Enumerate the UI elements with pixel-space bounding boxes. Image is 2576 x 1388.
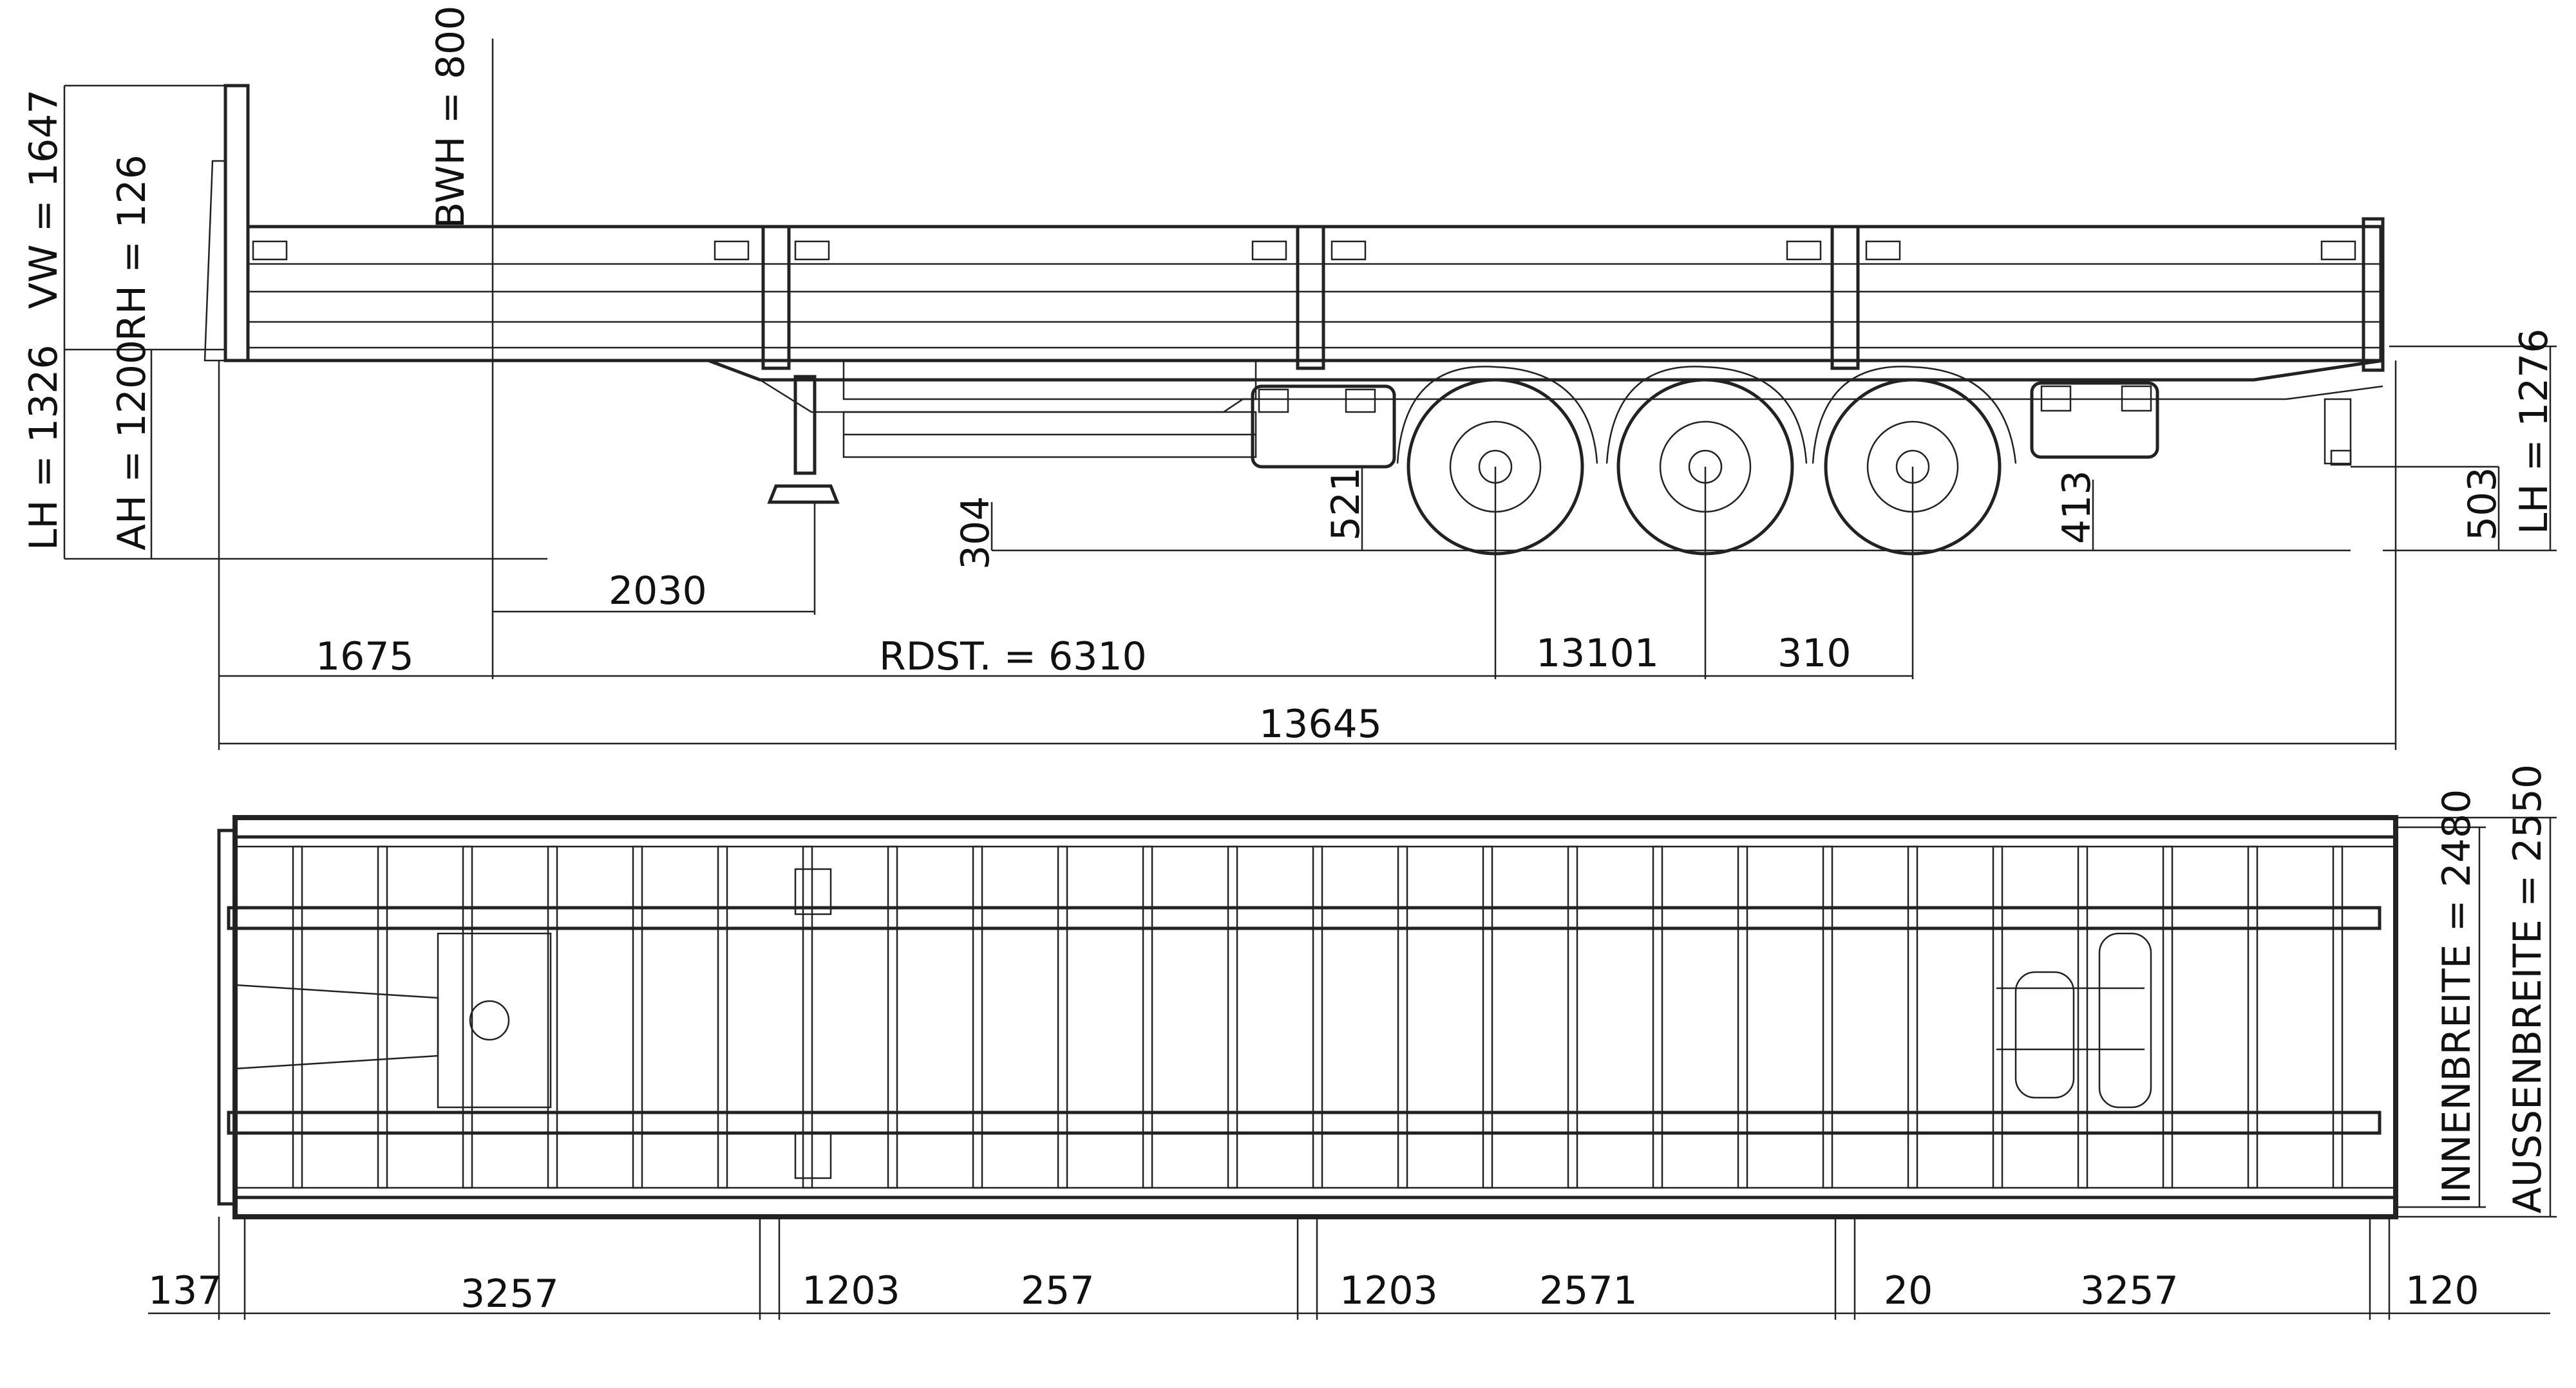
label-1203-b: 1203 (1340, 1268, 1438, 1313)
cross-member (1482, 845, 1493, 1189)
label-20: 20 (1884, 1268, 1933, 1313)
cross-member (1822, 845, 1833, 1189)
side-view: VW = 1647 RH = 126 BWH = 800 LH = 1326 A… (21, 6, 2557, 750)
platform-outline (232, 815, 2398, 1219)
label-bwh: BWH = 800 (428, 6, 473, 229)
cross-member (802, 845, 813, 1189)
cross-member (1312, 845, 1323, 1189)
rear-underride (2324, 398, 2352, 466)
label-vw: VW = 1647 (21, 89, 66, 309)
side-dimension-lines (63, 39, 2557, 750)
cross-member (1652, 845, 1663, 1189)
label-3257-a: 3257 (460, 1271, 559, 1317)
label-rh: RH = 126 (109, 155, 155, 341)
label-257: 257 (1021, 1268, 1095, 1313)
cross-members (292, 845, 2344, 1189)
rear-tank (2030, 381, 2159, 459)
cross-member (1397, 845, 1408, 1189)
cross-member (972, 845, 983, 1189)
main-beams (227, 906, 2382, 1135)
label-2030: 2030 (609, 568, 707, 614)
label-304: 304 (953, 496, 998, 570)
label-413: 413 (2054, 470, 2099, 544)
air-tanks (1996, 932, 2152, 1109)
cross-member (1142, 845, 1153, 1189)
label-total-length: 13645 (1259, 702, 1382, 747)
landing-gear (767, 375, 840, 504)
label-2571: 2571 (1539, 1268, 1638, 1313)
label-503: 503 (2460, 467, 2505, 541)
cross-member (1992, 845, 2003, 1189)
top-view: INNENBREITE = 2480 AUSSENBREITE = 2550 1… (148, 764, 2557, 1320)
cross-member (1057, 845, 1068, 1189)
label-137: 137 (148, 1268, 222, 1313)
label-ah: AH = 1200 (109, 340, 155, 550)
label-3257-b: 3257 (2080, 1268, 2179, 1313)
label-lh-right: LH = 1276 (2512, 328, 2557, 534)
headboard (204, 84, 250, 362)
cross-member (717, 845, 728, 1189)
kingpin-plate (234, 932, 552, 1109)
label-1675: 1675 (316, 634, 414, 679)
cross-member (1567, 845, 1578, 1189)
cross-member (1907, 845, 1918, 1189)
label-120: 120 (2405, 1268, 2479, 1313)
cross-member (377, 845, 388, 1189)
label-1203-a: 1203 (802, 1268, 900, 1313)
cross-member (1227, 845, 1238, 1189)
cross-member (2247, 845, 2259, 1189)
cross-member (547, 845, 558, 1189)
cross-member (292, 845, 303, 1189)
label-rdst: RDST. = 6310 (879, 634, 1147, 679)
label-lh-left: LH = 1326 (21, 344, 66, 550)
cross-member (2332, 845, 2344, 1189)
side-wall (246, 217, 2385, 372)
label-310: 310 (1777, 631, 1852, 676)
label-innenbreite: INNENBREITE = 2480 (2434, 789, 2479, 1204)
chassis (248, 359, 2383, 458)
cross-member (887, 845, 898, 1189)
cross-member (1737, 845, 1748, 1189)
cross-member (2077, 845, 2088, 1189)
cross-member (2162, 845, 2174, 1189)
cross-member (462, 845, 473, 1189)
front-tank (1251, 384, 1396, 469)
label-13101: 13101 (1536, 631, 1659, 676)
cross-member (632, 845, 643, 1189)
label-521: 521 (1323, 467, 1368, 541)
top-dimension-lines (148, 816, 2557, 1320)
label-aussenbreite: AUSSENBREITE = 2550 (2505, 764, 2550, 1214)
